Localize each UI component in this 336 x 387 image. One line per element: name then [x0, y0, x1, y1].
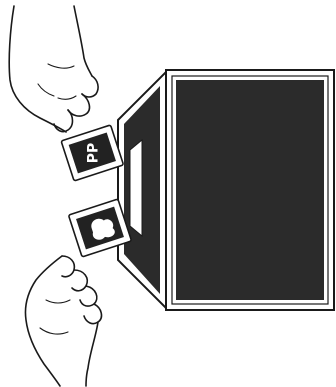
- main-display: [166, 70, 334, 310]
- pp-logo-icon: PP: [85, 143, 101, 164]
- card-top: PP: [61, 125, 123, 181]
- card-top-label: PP: [85, 143, 101, 164]
- hand-bottom: [25, 256, 101, 386]
- side-display: [118, 72, 166, 308]
- hand-top: [9, 6, 98, 132]
